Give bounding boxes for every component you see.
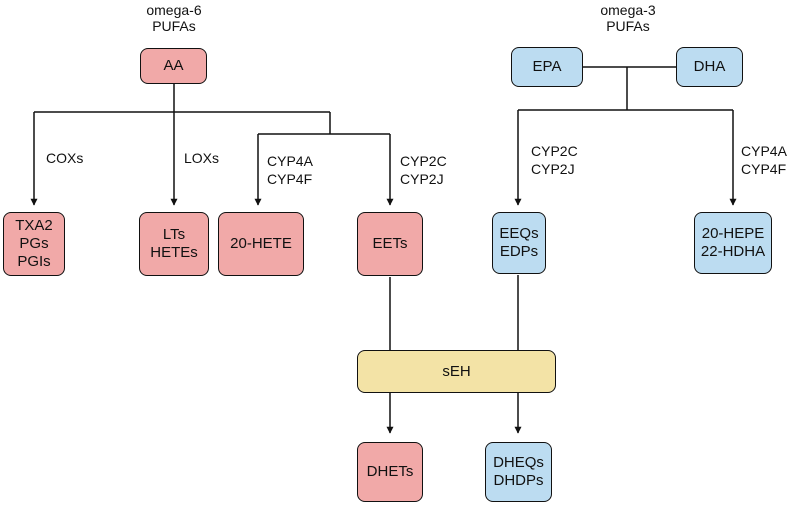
coxs-label: COXs <box>46 149 83 167</box>
aa-node: AA <box>140 48 207 84</box>
omega6-header-line1: omega-6 <box>146 2 202 18</box>
hete20-node: 20-HETE <box>218 212 304 276</box>
lts-node-line1: LTs <box>162 226 186 243</box>
epa-node: EPA <box>511 47 583 87</box>
txa2-node-line1: TXA2 <box>15 217 53 234</box>
aa-node-label: AA <box>163 57 184 74</box>
cyp2-left-label-line1: CYP2C <box>400 153 447 169</box>
eets-node: EETs <box>357 212 423 276</box>
omega3-header-line1: omega-3 <box>600 2 656 18</box>
dheqs-node-line2: DHDPs <box>493 472 544 489</box>
omega3-header-line2: PUFAs <box>606 18 650 34</box>
hepe-node-line1: 20-HEPE <box>701 225 765 242</box>
txa2-node-line3: PGIs <box>17 253 51 270</box>
omega6-header: omega-6 PUFAs <box>124 2 224 34</box>
cyp2-left-label: CYP2C CYP2J <box>400 152 447 188</box>
eeqs-node-line1: EEQs <box>499 225 539 242</box>
cyp4-right-label-line1: CYP4A <box>741 143 787 159</box>
epa-node-label: EPA <box>532 58 562 75</box>
txa2-pgs-pgis-node: TXA2 PGs PGIs <box>3 212 65 276</box>
cyp4-left-label-line1: CYP4A <box>267 153 313 169</box>
eeqs-edps-node: EEQs EDPs <box>492 212 546 274</box>
coxs-label-line1: COXs <box>46 150 84 166</box>
omega3-header: omega-3 PUFAs <box>578 2 678 34</box>
txa2-node-line2: PGs <box>19 235 49 252</box>
cyp2-right-label: CYP2C CYP2J <box>531 142 578 178</box>
cyp4-right-label-line2: CYP4F <box>741 161 787 177</box>
dha-node: DHA <box>676 47 743 87</box>
dheqs-dhdps-node: DHEQs DHDPs <box>485 442 552 502</box>
hepe-hdha-node: 20-HEPE 22-HDHA <box>694 212 772 274</box>
lts-hetes-node: LTs HETEs <box>139 212 209 276</box>
cyp2-right-label-line2: CYP2J <box>531 161 575 177</box>
cyp4-left-label: CYP4A CYP4F <box>267 152 313 188</box>
cyp4-right-label: CYP4A CYP4F <box>741 142 787 178</box>
cyp2-left-label-line2: CYP2J <box>400 171 444 187</box>
dheqs-node-line1: DHEQs <box>493 454 544 471</box>
eeqs-node-line2: EDPs <box>499 243 539 260</box>
lts-node-line2: HETEs <box>150 244 198 261</box>
loxs-label-line1: LOXs <box>184 150 220 166</box>
dhets-node: DHETs <box>357 442 423 502</box>
seh-node-label: sEH <box>442 362 471 380</box>
omega6-header-line2: PUFAs <box>152 18 196 34</box>
dhets-node-label: DHETs <box>366 463 414 480</box>
hete20-node-label: 20-HETE <box>230 235 292 252</box>
eets-node-label: EETs <box>372 235 408 252</box>
cyp4-left-label-line2: CYP4F <box>267 171 313 187</box>
cyp2-right-label-line1: CYP2C <box>531 143 578 159</box>
loxs-label: LOXs <box>184 149 219 167</box>
dha-node-label: DHA <box>693 58 726 75</box>
seh-node: sEH <box>357 350 556 393</box>
hepe-node-line2: 22-HDHA <box>700 243 766 260</box>
